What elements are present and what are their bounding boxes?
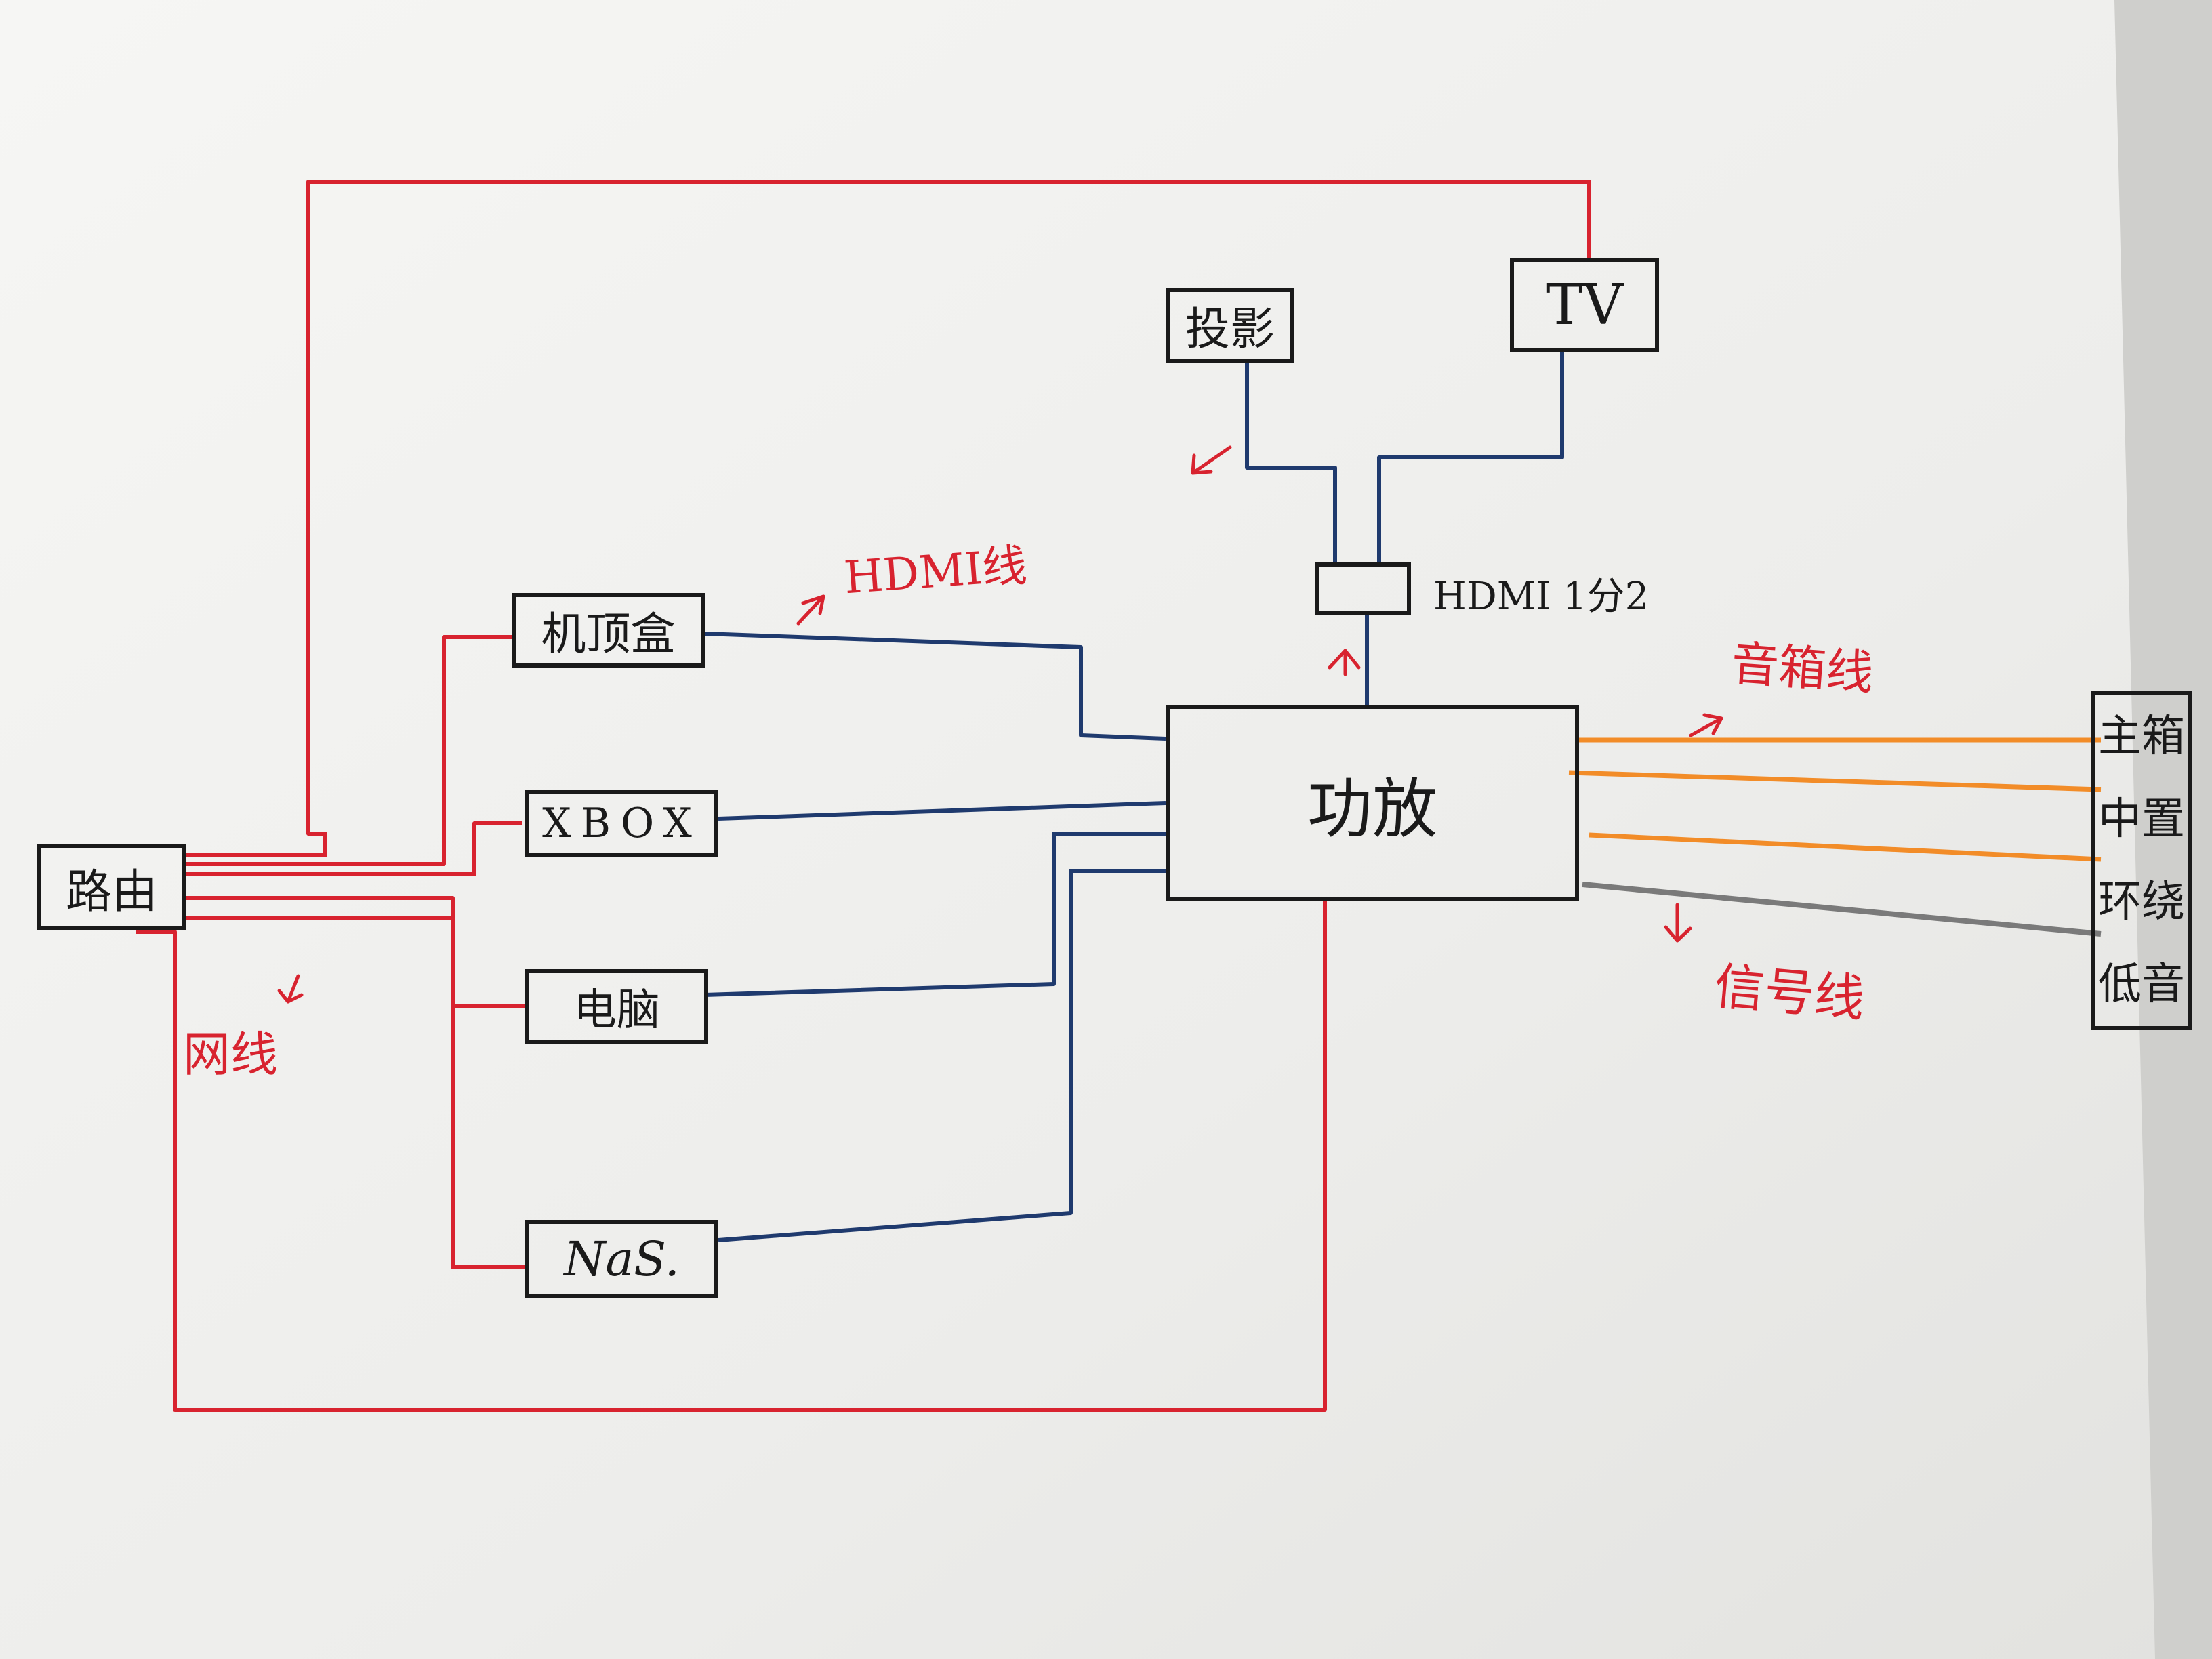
network-cable-label: 网线 bbox=[183, 1027, 278, 1082]
arrow-hdmi bbox=[796, 594, 825, 626]
pc-box: 电脑 bbox=[525, 969, 708, 1044]
hdmi-cable-xbox bbox=[718, 801, 1166, 821]
arrow-signal bbox=[1664, 903, 1692, 943]
tv-box: TV bbox=[1510, 258, 1659, 352]
hdmi-cable-splitter-tv bbox=[1377, 352, 1564, 566]
amplifier-label: 功放 bbox=[1307, 771, 1437, 847]
projector-label: 投影 bbox=[1185, 303, 1275, 355]
network-cable-settopbox bbox=[184, 635, 512, 866]
signal-cables bbox=[1582, 882, 2102, 937]
hdmi-cable-splitter-projector bbox=[1245, 359, 1337, 566]
network-cable-nas bbox=[184, 916, 529, 1269]
hdmi-splitter-label: HDMI 1分2 bbox=[1433, 575, 1650, 619]
xbox-box: XBOX bbox=[525, 790, 718, 857]
arrow-speaker bbox=[1689, 713, 1723, 737]
hdmi-cable-nas bbox=[718, 869, 1166, 1242]
amplifier-box: 功放 bbox=[1166, 705, 1579, 901]
xbox-label: XBOX bbox=[542, 800, 701, 847]
speaker-cable-center bbox=[1568, 770, 2102, 792]
speaker-cable-surround bbox=[1589, 832, 2102, 862]
label-arrows bbox=[277, 445, 1723, 1004]
paper-shadow-corner bbox=[2114, 0, 2212, 1659]
hdmi-cables bbox=[704, 352, 1564, 1242]
arrow-projector bbox=[1191, 445, 1232, 475]
hdmi-splitter-box bbox=[1315, 562, 1411, 615]
pc-label: 电脑 bbox=[573, 985, 660, 1036]
nas-label: NaS. bbox=[564, 1231, 680, 1287]
arrow-splitter bbox=[1328, 649, 1361, 676]
speakers-box: 主箱 中置 环绕 低音 bbox=[2091, 691, 2192, 1030]
speaker-subwoofer-label: 低音 bbox=[2098, 960, 2185, 1010]
speaker-cable-label: 音箱线 bbox=[1729, 635, 1876, 701]
speaker-center-label: 中置 bbox=[2098, 794, 2185, 844]
tv-label: TV bbox=[1546, 272, 1623, 337]
settop-box: 机顶盒 bbox=[512, 593, 705, 668]
speaker-cables bbox=[1568, 737, 2102, 862]
hdmi-cable-settopbox bbox=[704, 632, 1166, 741]
hdmi-cable-label: HDMI线 bbox=[842, 539, 1029, 605]
router-label: 路由 bbox=[65, 865, 158, 919]
nas-box: NaS. bbox=[525, 1220, 718, 1298]
projector-box: 投影 bbox=[1166, 288, 1294, 363]
signal-cable-subwoofer bbox=[1582, 882, 2102, 937]
network-cable-amplifier bbox=[136, 901, 1327, 1412]
network-cable-xbox bbox=[184, 821, 522, 876]
speaker-surround-label: 环绕 bbox=[2098, 877, 2185, 927]
speaker-main-label: 主箱 bbox=[2098, 712, 2185, 762]
signal-cable-label: 信号线 bbox=[1712, 957, 1867, 1029]
arrow-network bbox=[277, 974, 304, 1004]
router-box: 路由 bbox=[37, 844, 186, 930]
network-cable-tv bbox=[184, 180, 1591, 857]
network-cables bbox=[136, 180, 1591, 1412]
hdmi-cable-pc bbox=[704, 832, 1166, 997]
settop-box-label: 机顶盒 bbox=[541, 608, 676, 660]
